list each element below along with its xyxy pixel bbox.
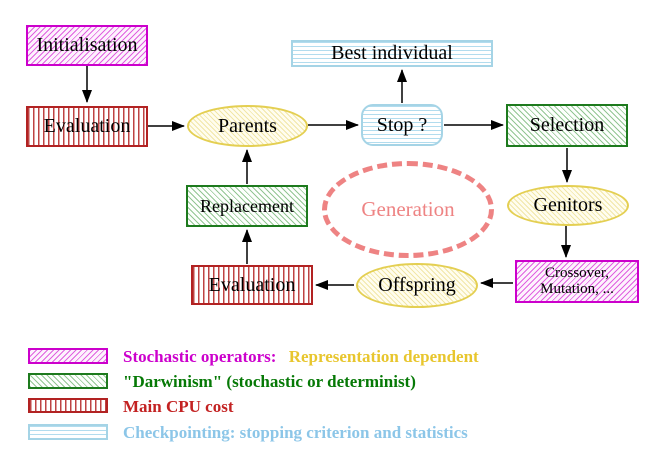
node-evaluation-bottom: Evaluation	[191, 265, 313, 305]
node-replacement: Replacement	[186, 185, 308, 227]
node-parents: Parents	[187, 105, 308, 147]
legend-text-stochastic: Stochastic operators:	[123, 347, 277, 366]
legend-label-stochastic: Stochastic operators: Representation dep…	[123, 347, 479, 367]
legend-swatch-checkpointing	[28, 424, 108, 440]
node-genitors: Genitors	[507, 185, 629, 226]
node-offspring: Offspring	[356, 263, 478, 308]
legend-text-representation: Representation dependent	[288, 347, 479, 366]
node-selection: Selection	[506, 104, 628, 147]
legend-label-cpu: Main CPU cost	[123, 397, 234, 416]
crossover-line2: Mutation, ...	[540, 280, 614, 297]
legend-swatch-stochastic	[28, 348, 108, 364]
node-stop: Stop ?	[361, 104, 443, 146]
crossover-line1: Crossover,	[545, 264, 609, 281]
legend-swatch-cpu	[28, 398, 108, 413]
legend-label-checkpointing: Checkpointing: stopping criterion and st…	[123, 423, 468, 442]
generation-loop-ellipse: Generation	[322, 161, 494, 258]
node-best-individual: Best individual	[291, 40, 493, 67]
node-evaluation-top: Evaluation	[26, 106, 148, 147]
node-initialisation: Initialisation	[26, 25, 148, 66]
node-crossover-mutation: Crossover, Mutation, ...	[515, 260, 639, 303]
legend-swatch-darwinism	[28, 373, 108, 389]
legend-label-darwinism: "Darwinism" (stochastic or determinist)	[123, 372, 416, 391]
